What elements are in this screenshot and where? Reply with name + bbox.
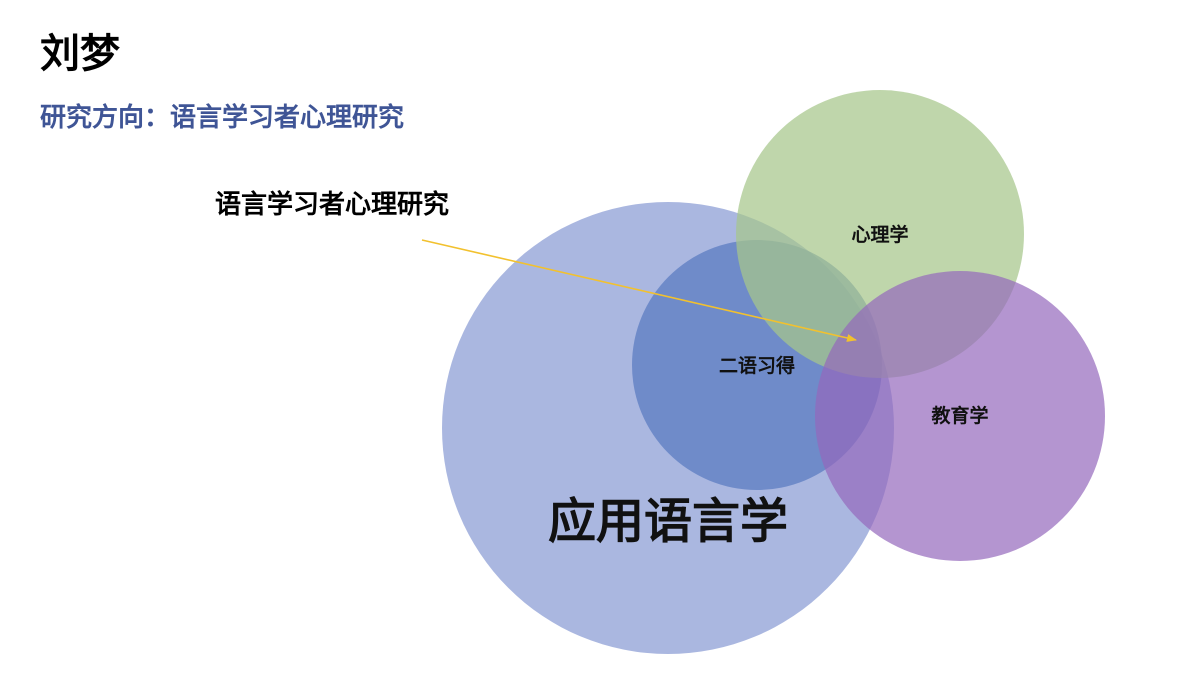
circle-education — [815, 271, 1105, 561]
label-applied-linguistics: 应用语言学 — [548, 494, 788, 550]
research-direction: 研究方向：语言学习者心理研究 — [40, 103, 405, 133]
label-sla: 二语习得 — [719, 354, 795, 377]
label-education: 教育学 — [931, 404, 988, 427]
presenter-name: 刘梦 — [40, 30, 120, 77]
callout-label: 语言学习者心理研究 — [215, 190, 450, 220]
callout-arrow — [421, 239, 857, 342]
label-psychology: 心理学 — [851, 223, 908, 246]
